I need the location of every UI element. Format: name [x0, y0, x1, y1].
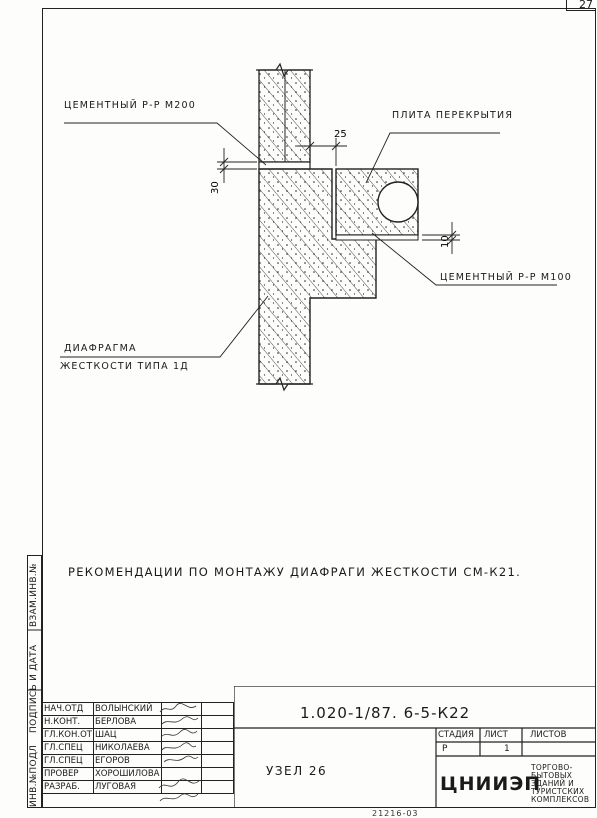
bottom-note: 21216-03: [372, 809, 419, 818]
dimension-25-label: 25: [334, 129, 347, 140]
leader-slab: [365, 132, 500, 184]
drawing-caption: РЕКОМЕНДАЦИИ ПО МОНТАЖУ ДИАФРАГИ ЖЕСТКОС…: [68, 565, 522, 579]
leader-cement-top: [64, 122, 267, 166]
dimension-30-label: 30: [210, 181, 221, 194]
name-cell: НИКОЛАЕВА: [92, 741, 162, 755]
org-name-line: БЫТОВЫХ: [531, 771, 573, 780]
slab-void-circle: [377, 181, 419, 223]
name-cell: БЕРЛОВА: [92, 715, 162, 729]
side-strip-signature-label: ПОДПИСЬ И ДАТА: [29, 644, 39, 733]
role-cell: ПРОВЕР: [42, 767, 94, 781]
date-cell: [201, 741, 234, 755]
sheet-header: ЛИСТ: [484, 730, 508, 740]
name-cell: ВОЛЫНСКИЙ: [92, 702, 162, 716]
dimension-30: [217, 148, 257, 183]
stage-value: Р: [442, 744, 448, 754]
role-cell: Н.КОНТ.: [42, 715, 94, 729]
name-cell: ЛУГОВАЯ: [92, 780, 162, 794]
name-cell: ХОРОШИЛОВА: [92, 767, 162, 781]
dimension-10-label: 10: [440, 235, 451, 248]
side-strip-replace-label: ВЗАМ.ИНВ.№: [29, 563, 39, 627]
org-name-line: КОМПЛЕКСОВ: [531, 795, 590, 804]
date-cell: [201, 767, 234, 781]
org-logo: ЦНИИЭП: [440, 773, 542, 795]
sheet-corner-number: 27: [566, 0, 595, 11]
dimension-25: [297, 138, 347, 166]
org-name: ТОРГОВО- БЫТОВЫХ ЗДАНИЙ И ТУРИСТСКИХ КОМ…: [531, 764, 589, 804]
date-cell: [201, 702, 234, 716]
label-cement-top: ЦЕМЕНТНЫЙ Р-Р М200: [64, 100, 197, 111]
sheet-value: 1: [504, 744, 510, 754]
date-cell: [201, 754, 234, 768]
label-diaphragm-line2: ЖЕСТКОСТИ ТИПА 1Д: [60, 361, 189, 372]
mortar-joint-top: [258, 161, 311, 170]
side-strip-lines: [27, 555, 42, 808]
role-cell: ГЛ.КОН.ОТ: [42, 728, 94, 742]
node-title: УЗЕЛ 26: [266, 764, 328, 778]
name-cell: ЕГОРОВ: [92, 754, 162, 768]
role-cell: РАЗРАБ.: [42, 780, 94, 794]
side-strip: ИНВ.№ПОДЛ ПОДПИСЬ И ДАТА ВЗАМ.ИНВ.№: [27, 555, 42, 808]
label-cement-bottom: ЦЕМЕНТНЫЙ Р-Р М100: [440, 272, 573, 283]
signature-row: РАЗРАБ.ЛУГОВАЯ: [42, 780, 234, 794]
drawing-frame: [42, 8, 596, 808]
floor-slab: [335, 168, 419, 236]
leader-diaphragm: [60, 295, 269, 358]
top-break-line: [256, 62, 313, 78]
sheets-header: ЛИСТОВ: [530, 730, 567, 740]
signature-row: Н.КОНТ.БЕРЛОВА: [42, 715, 234, 729]
label-diaphragm-line1: ДИАФРАГМА: [64, 343, 137, 354]
org-name-line: ЗДАНИЙ И: [531, 779, 575, 788]
stage-header: СТАДИЯ: [438, 730, 474, 740]
date-cell: [201, 728, 234, 742]
name-cell: ШАЦ: [92, 728, 162, 742]
document-code: 1.020-1/87. 6-5-К22: [300, 704, 471, 722]
org-name-line: ТУРИСТСКИХ: [531, 787, 585, 796]
date-cell: [201, 780, 234, 794]
handwritten-signatures: [158, 703, 201, 802]
side-strip-inv-label: ИНВ.№ПОДЛ: [29, 744, 39, 807]
upper-wall-panel: [258, 69, 311, 163]
title-block-grid: [234, 686, 596, 808]
leader-cement-bottom: [371, 232, 557, 286]
role-cell: ГЛ.СПЕЦ: [42, 741, 94, 755]
joint-drawing: 25 30 10: [60, 62, 557, 392]
role-cell: ГЛ.СПЕЦ: [42, 754, 94, 768]
dimension-10: [422, 222, 460, 254]
bottom-break-line: [256, 376, 313, 392]
date-cell: [201, 715, 234, 729]
org-name-line: ТОРГОВО-: [531, 763, 573, 772]
label-floor-slab: ПЛИТА ПЕРЕКРЫТИЯ: [392, 110, 514, 121]
role-cell: НАЧ.ОТД: [42, 702, 94, 716]
